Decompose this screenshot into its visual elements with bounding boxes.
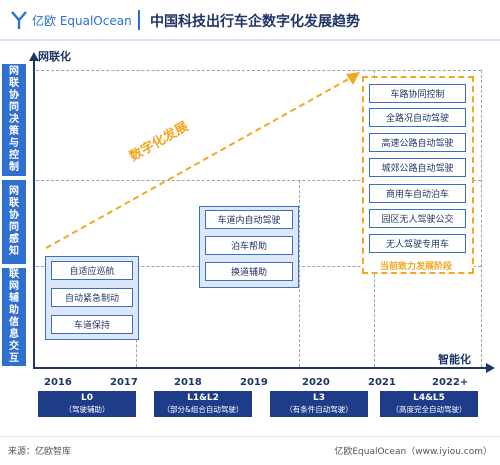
item-suburban-driving: 城郊公路自动驾驶	[369, 158, 466, 177]
item-in-lane-driving: 车道内自动驾驶	[205, 210, 293, 229]
level-l1-l2: L1&L2 （部分&组合自动驾驶）	[154, 391, 252, 417]
item-driverless-vehicle: 无人驾驶专用车	[369, 234, 466, 253]
year-2018: 2018	[174, 377, 202, 388]
level-name: L3	[313, 393, 325, 403]
x-axis	[33, 367, 488, 369]
equalocean-logo-icon	[11, 11, 27, 29]
level-l4-l5: L4&L5 （高度完全自动驾驶）	[380, 391, 478, 417]
current-focus-label: 当前致力发展阶段	[380, 262, 453, 272]
band-collaborative-sensing: 网联协同感知	[2, 180, 26, 264]
item-vehicle-road-control: 车路协同控制	[369, 84, 466, 103]
year-2020: 2020	[302, 377, 330, 388]
header-divider	[138, 10, 140, 30]
item-parking-assist: 泊车帮助	[205, 236, 293, 255]
level-l0: L0 （驾驶辅助）	[38, 391, 136, 417]
x-axis-arrow-icon	[486, 363, 495, 373]
x-axis-label: 智能化	[438, 353, 471, 366]
item-park-driverless-bus: 园区无人驾驶公交	[369, 209, 466, 228]
item-adaptive-cruise: 自适应巡航	[51, 261, 133, 280]
trend-arrow	[45, 72, 360, 249]
level-l3: L3 （有条件自动驾驶）	[270, 391, 368, 417]
item-highway-driving: 高速公路自动驾驶	[369, 133, 466, 152]
footer-brand: 亿欧EqualOcean（www.iyiou.com）	[334, 447, 492, 457]
year-2021: 2021	[368, 377, 396, 388]
year-2019: 2019	[240, 377, 268, 388]
item-all-road-driving: 全路况自动驾驶	[369, 108, 466, 127]
level-name: L0	[81, 393, 93, 403]
footer-source: 来源：亿欧智库	[8, 447, 72, 457]
item-emergency-braking: 自动紧急制动	[51, 288, 133, 307]
level-name: L1&L2	[187, 393, 219, 403]
y-axis	[33, 60, 35, 368]
guide-mid	[36, 180, 481, 181]
guide-v-2020	[299, 180, 300, 367]
band-label: 网联协同感知	[9, 186, 19, 257]
level-name: L4&L5	[413, 393, 445, 403]
footer-divider	[0, 436, 500, 437]
y-axis-arrow-icon	[29, 52, 39, 61]
guide-v-right	[481, 70, 482, 367]
item-lane-change-assist: 换道辅助	[205, 262, 293, 281]
item-lane-keeping: 车道保持	[51, 315, 133, 334]
level-desc: （部分&组合自动驾驶）	[162, 405, 244, 414]
band-label: 联网辅助信息交互	[9, 269, 19, 364]
trend-arrow-head-icon	[346, 72, 360, 85]
logo-text: 亿欧 EqualOcean	[32, 14, 132, 28]
page-title: 中国科技出行车企数字化发展趋势	[150, 14, 360, 30]
y-axis-label: 网联化	[38, 50, 71, 63]
band-info-interaction: 联网辅助信息交互	[2, 268, 26, 366]
item-commercial-parking: 商用车自动泊车	[369, 184, 466, 203]
year-2016: 2016	[44, 377, 72, 388]
band-collaborative-decision: 网联协同决策与控制	[2, 64, 26, 176]
level-desc: （高度完全自动驾驶）	[391, 405, 467, 414]
year-2022-plus: 2022+	[432, 377, 469, 388]
level-desc: （驾驶辅助）	[64, 405, 110, 414]
header: 亿欧 EqualOcean 中国科技出行车企数字化发展趋势	[0, 0, 500, 41]
level-desc: （有条件自动驾驶）	[285, 405, 353, 414]
year-2017: 2017	[110, 377, 138, 388]
header-underline	[0, 39, 500, 41]
band-label: 网联协同决策与控制	[9, 66, 19, 173]
guide-top	[36, 70, 481, 71]
